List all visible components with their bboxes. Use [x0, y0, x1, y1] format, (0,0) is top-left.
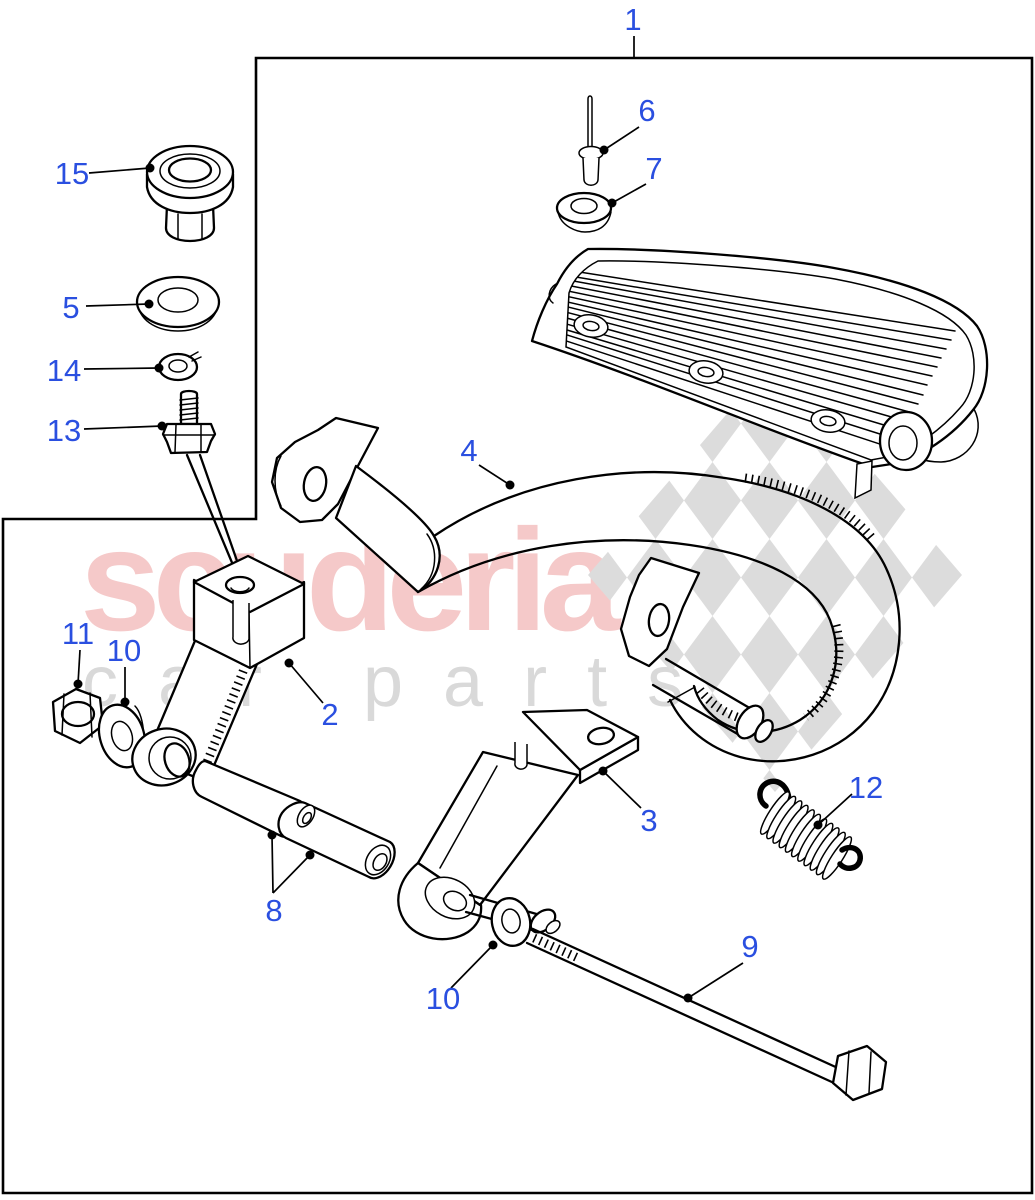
part-rivet-6	[578, 95, 604, 186]
part-bracket-2	[131, 554, 306, 787]
part-washer-10-right	[490, 897, 532, 947]
diagram-frame	[1, 56, 1034, 1195]
svg-text:7: 7	[645, 151, 662, 186]
callout-6: 6	[599, 93, 656, 155]
callout-9: 9	[683, 929, 759, 1003]
part-long-bolt-9	[525, 927, 888, 1102]
part-nut-11	[51, 687, 105, 745]
svg-text:4: 4	[460, 433, 477, 468]
svg-text:14: 14	[47, 353, 81, 388]
callout-10-lower: 10	[426, 940, 498, 1016]
svg-text:1: 1	[624, 2, 641, 37]
part-washer-7	[555, 191, 613, 233]
part-bracket-3	[397, 708, 640, 941]
part-spacer-tubes-8	[191, 759, 396, 880]
callout-2: 2	[284, 658, 339, 732]
svg-text:13: 13	[47, 413, 81, 448]
callout-4: 4	[460, 433, 515, 490]
callout-13: 13	[47, 413, 167, 448]
callout-15: 15	[55, 156, 155, 191]
svg-text:12: 12	[849, 770, 883, 805]
callout-12: 12	[813, 770, 883, 830]
svg-text:3: 3	[640, 803, 657, 838]
pedal-pad-hinge-loop	[878, 410, 934, 472]
part-washer-5	[135, 275, 221, 332]
callout-7: 7	[607, 151, 663, 208]
callout-10-upper: 10	[107, 633, 141, 707]
part-sleeve-15	[145, 144, 235, 243]
callout-1: 1	[624, 2, 642, 58]
svg-text:15: 15	[55, 156, 89, 191]
pedal-pad-ribs	[566, 270, 956, 450]
svg-text:10: 10	[426, 981, 460, 1016]
svg-text:9: 9	[741, 929, 758, 964]
callouts: 1 15 5 14 13 6 7 4	[47, 2, 883, 1016]
part-return-spring-12	[757, 778, 863, 880]
assembly-guide-lines	[185, 453, 245, 580]
svg-text:11: 11	[62, 616, 94, 651]
part-pedal-lever	[270, 416, 901, 763]
svg-text:5: 5	[62, 290, 79, 325]
callout-3: 3	[598, 766, 658, 838]
svg-text:2: 2	[321, 697, 338, 732]
callout-11: 11	[62, 616, 94, 689]
part-lock-washer-14	[157, 351, 202, 382]
part-bolt-13	[161, 389, 217, 455]
callout-5: 5	[62, 290, 154, 325]
svg-text:8: 8	[265, 893, 282, 928]
part-pedal-pad	[530, 247, 989, 500]
callout-8: 8	[265, 830, 315, 928]
callout-14: 14	[47, 353, 164, 388]
svg-text:6: 6	[638, 93, 655, 128]
svg-text:10: 10	[107, 633, 141, 668]
